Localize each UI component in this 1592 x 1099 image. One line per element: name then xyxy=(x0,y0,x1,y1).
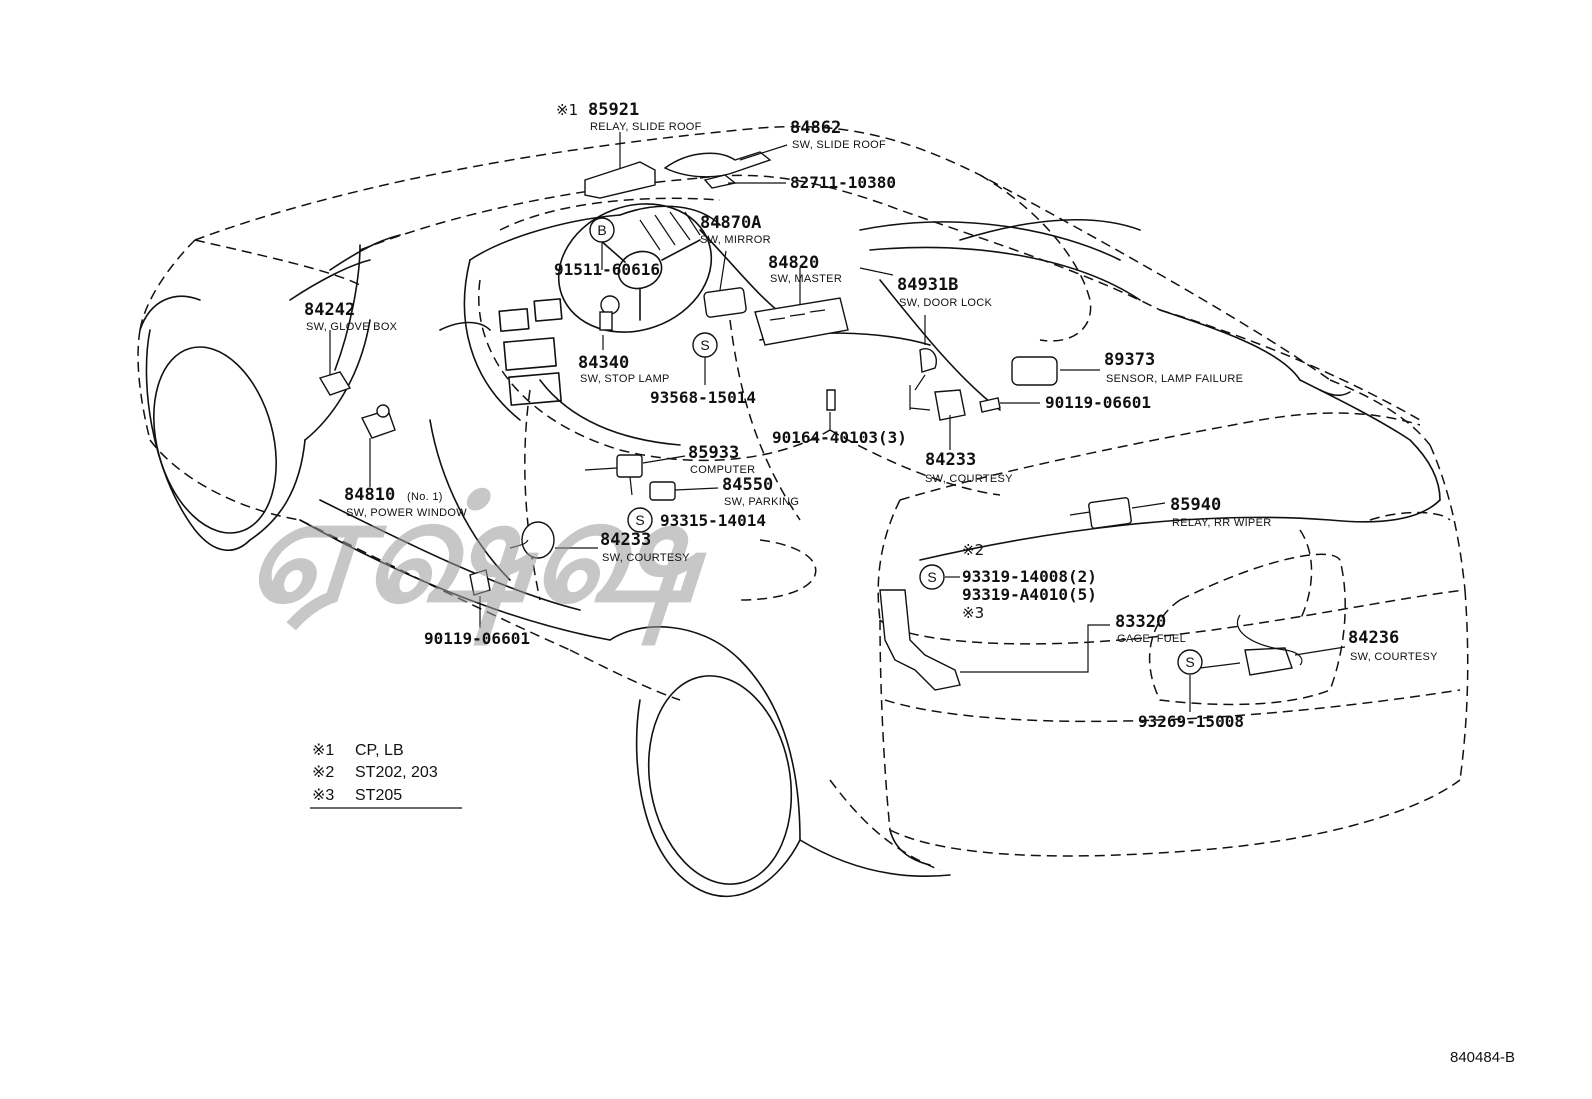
part-number-85940: 85940 xyxy=(1170,495,1221,515)
legend-text-2: ST202, 203 xyxy=(355,764,438,781)
part-desc-84233-right: SW, COURTESY xyxy=(925,473,1013,485)
legend-text-3: ST205 xyxy=(355,787,402,804)
part-desc-84340: SW, STOP LAMP xyxy=(580,373,670,385)
part-number-89373: 89373 xyxy=(1104,350,1155,370)
screw-left-part xyxy=(469,569,491,596)
part-number-84820: 84820 xyxy=(768,253,819,273)
note-mark-3: ※3 xyxy=(962,604,984,622)
part-desc-84862: SW, SLIDE ROOF xyxy=(792,139,886,151)
part-number-93315: 93315-14014 xyxy=(660,511,766,530)
part-number-84862: 84862 xyxy=(790,118,841,138)
watermark: ஏஷ்ஷ xyxy=(230,465,741,646)
part-number-84242: 84242 xyxy=(304,300,355,320)
part-desc-84931B: SW, DOOR LOCK xyxy=(899,297,992,309)
part-number-91511: 91511-60616 xyxy=(554,260,660,279)
screw-90164-part xyxy=(826,389,836,411)
car-body-solid xyxy=(139,203,1441,898)
stop-lamp-switch-body xyxy=(599,311,613,331)
part-number-90164: 90164-40103(3) xyxy=(772,428,907,447)
part-number-93568: 93568-15014 xyxy=(650,388,756,407)
note-mark-2: ※2 xyxy=(962,541,984,559)
glove-box-switch-part xyxy=(318,371,352,396)
courtesy-switch-left-part xyxy=(521,521,555,559)
screw-s-letter-2: S xyxy=(635,512,644,528)
part-desc-84810: SW, POWER WINDOW xyxy=(346,507,467,519)
legend-mark-2: ※2 xyxy=(312,764,334,781)
legend: ※1 CP, LB ※2 ST202, 203 ※3 ST205 xyxy=(310,742,462,809)
computer-part xyxy=(616,454,643,478)
part-desc-85921: RELAY, SLIDE ROOF xyxy=(590,121,702,133)
legend-text-1: CP, LB xyxy=(355,742,404,759)
part-desc-85933: COMPUTER xyxy=(690,464,755,476)
part-number-84340: 84340 xyxy=(578,353,629,373)
part-desc-84820: SW, MASTER xyxy=(770,273,842,285)
bolt-b-circle xyxy=(589,217,615,243)
part-desc-84233-left: SW, COURTESY xyxy=(602,552,690,564)
bolt-b-letter: B xyxy=(597,222,606,238)
screw-s-circle-1 xyxy=(692,332,718,358)
screw-s-letter-4: S xyxy=(1185,654,1194,670)
lamp-failure-sensor-part xyxy=(1011,356,1058,386)
screw-right-part xyxy=(979,397,1001,413)
part-desc-84550: SW, PARKING xyxy=(724,496,799,508)
callouts: ※1 85921 RELAY, SLIDE ROOF 84862 SW, SLI… xyxy=(304,100,1438,731)
screw-s-letter-3: S xyxy=(927,569,936,585)
stop-lamp-switch-part xyxy=(600,295,620,315)
part-desc-84870A: SW, MIRROR xyxy=(700,234,771,246)
part-desc-84236: SW, COURTESY xyxy=(1350,651,1438,663)
leader-lines xyxy=(329,132,1346,712)
door-lock-switch-part xyxy=(919,348,937,373)
part-number-85921: 85921 xyxy=(588,100,639,120)
courtesy-switch-rear-part xyxy=(1244,647,1293,676)
figure-number: 840484-B xyxy=(1450,1049,1515,1066)
part-desc-89373: SENSOR, LAMP FAILURE xyxy=(1106,373,1243,385)
car-body-outline xyxy=(137,125,1469,871)
part-number-93319-b: 93319-A4010(5) xyxy=(962,585,1097,604)
part-desc-85940: RELAY, RR WIPER xyxy=(1172,517,1271,529)
slide-roof-relay-part xyxy=(584,161,656,199)
part-number-93269: 93269-15008 xyxy=(1138,712,1244,731)
part-number-90119-left: 90119-06601 xyxy=(424,629,530,648)
part-suffix-84810: (No. 1) xyxy=(407,491,443,503)
part-desc-83320: GAGE, FUEL xyxy=(1117,633,1186,645)
mirror-switch-part xyxy=(703,287,747,318)
part-number-84870A: 84870A xyxy=(700,213,761,233)
legend-mark-3: ※3 xyxy=(312,787,334,804)
parking-switch-part xyxy=(649,481,676,501)
part-desc-84242: SW, GLOVE BOX xyxy=(306,321,398,333)
screw-s-circle-4 xyxy=(1177,649,1203,675)
part-number-93319-a: 93319-14008(2) xyxy=(962,567,1097,586)
part-number-85933: 85933 xyxy=(688,443,739,463)
part-number-83320: 83320 xyxy=(1115,612,1166,632)
screw-s-circle-3 xyxy=(919,564,945,590)
part-number-90119-right: 90119-06601 xyxy=(1045,393,1151,412)
part-number-84931B: 84931B xyxy=(897,275,958,295)
fuel-gage-part xyxy=(879,589,961,691)
courtesy-switch-right-part xyxy=(934,389,966,421)
rr-wiper-relay-part xyxy=(1088,497,1132,529)
part-number-84550: 84550 xyxy=(722,475,773,495)
legend-mark-1: ※1 xyxy=(312,742,334,759)
note-mark-1: ※1 xyxy=(556,101,578,119)
part-number-84233-left: 84233 xyxy=(600,530,651,550)
screw-s-circle-2 xyxy=(627,507,653,533)
part-number-84236: 84236 xyxy=(1348,628,1399,648)
part-number-82711: 82711-10380 xyxy=(790,173,896,192)
master-switch-part xyxy=(754,297,849,346)
screw-s-letter-1: S xyxy=(700,337,709,353)
part-number-84810: 84810 xyxy=(344,485,395,505)
parts-illustrations xyxy=(318,151,1303,691)
part-number-84233-right: 84233 xyxy=(925,450,976,470)
